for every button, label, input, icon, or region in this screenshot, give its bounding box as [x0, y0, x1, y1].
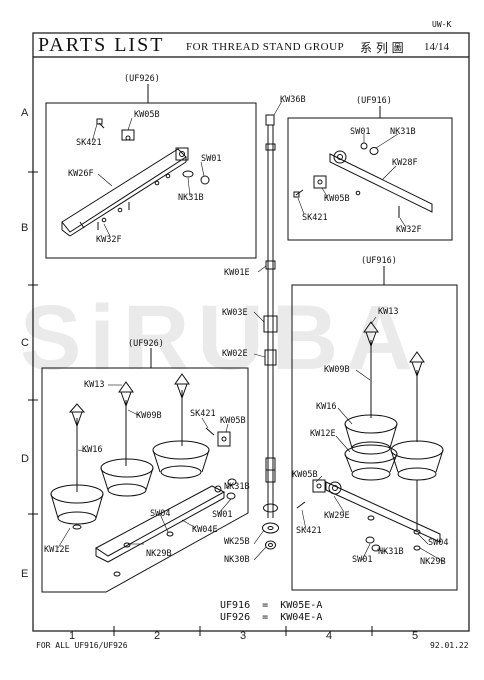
col-label-5: 5 — [412, 630, 419, 642]
part-label: KW05B — [292, 470, 318, 480]
row-label-d: D — [21, 453, 29, 465]
part-label: KW04E — [192, 525, 218, 535]
part-label: KW12E — [310, 429, 336, 439]
part-label: KW03E — [222, 308, 248, 318]
col-label-3: 3 — [240, 630, 247, 642]
part-label: SK421 — [76, 138, 102, 148]
row-label-b: B — [21, 222, 29, 234]
part-label: SK421 — [190, 409, 216, 419]
part-label: KW05B — [324, 194, 350, 204]
part-label: KW32F — [96, 235, 122, 245]
part-label: SK421 — [296, 526, 322, 536]
page-subtitle-cjk: 系 列 圖 — [360, 41, 404, 55]
model-label-top-right: (UF916) — [356, 96, 392, 106]
model-label-bottom-right: (UF916) — [361, 256, 397, 266]
part-label: SW04 — [428, 538, 449, 548]
col-label-2: 2 — [154, 630, 161, 642]
footer-date: 92.01.22 — [430, 641, 469, 650]
doc-code: UW-K — [432, 20, 452, 29]
col-label-1: 1 — [69, 630, 76, 642]
part-label: KW36B — [280, 95, 306, 105]
part-label: KW28F — [392, 158, 418, 168]
page-subtitle: FOR THREAD STAND GROUP — [186, 41, 345, 53]
part-label: SW01 — [350, 127, 371, 137]
part-label: NK29B — [146, 549, 172, 559]
part-label: NK30B — [224, 555, 250, 565]
part-label: NK29B — [420, 557, 446, 567]
part-label: KW01E — [224, 268, 250, 278]
row-label-e: E — [21, 568, 29, 580]
part-label: KW32F — [396, 225, 422, 235]
model-label-top-left: (UF926) — [124, 74, 160, 84]
footer-applicability: FOR ALL UF916/UF926 — [36, 641, 128, 650]
part-label: KW05B — [134, 110, 160, 120]
model-note-line-2: UF926 = KW04E-A — [220, 612, 323, 623]
page-number: 14/14 — [424, 41, 450, 53]
part-label: WK25B — [224, 537, 250, 547]
brand-watermark: SiRUBA — [20, 287, 421, 389]
part-label: KW09B — [136, 411, 162, 421]
row-label-a: A — [21, 107, 29, 119]
part-label: KW12E — [44, 545, 70, 555]
part-label: KW26F — [68, 169, 94, 179]
page-title: PARTS LIST — [38, 34, 165, 56]
part-label: KW16 — [82, 445, 103, 455]
part-label: KW13 — [84, 380, 105, 390]
model-note-line-1: UF916 = KW05E-A — [220, 600, 323, 611]
part-label: KW13 — [378, 307, 399, 317]
part-label: KW02E — [222, 349, 248, 359]
part-label: NK31B — [178, 193, 204, 203]
part-label: SK421 — [302, 213, 328, 223]
col-label-4: 4 — [326, 630, 333, 642]
part-label: SW01 — [201, 154, 222, 164]
part-label: KW16 — [316, 402, 337, 412]
part-label: SW01 — [212, 510, 233, 520]
model-label-bottom-left: (UF926) — [128, 339, 164, 349]
row-label-c: C — [21, 337, 29, 349]
part-label: KW05B — [220, 416, 246, 426]
part-label: KW29E — [324, 511, 350, 521]
part-label: KW09B — [324, 365, 350, 375]
part-label: NK31B — [378, 547, 404, 557]
part-label: NK31B — [224, 482, 250, 492]
part-label: NK31B — [390, 127, 416, 137]
